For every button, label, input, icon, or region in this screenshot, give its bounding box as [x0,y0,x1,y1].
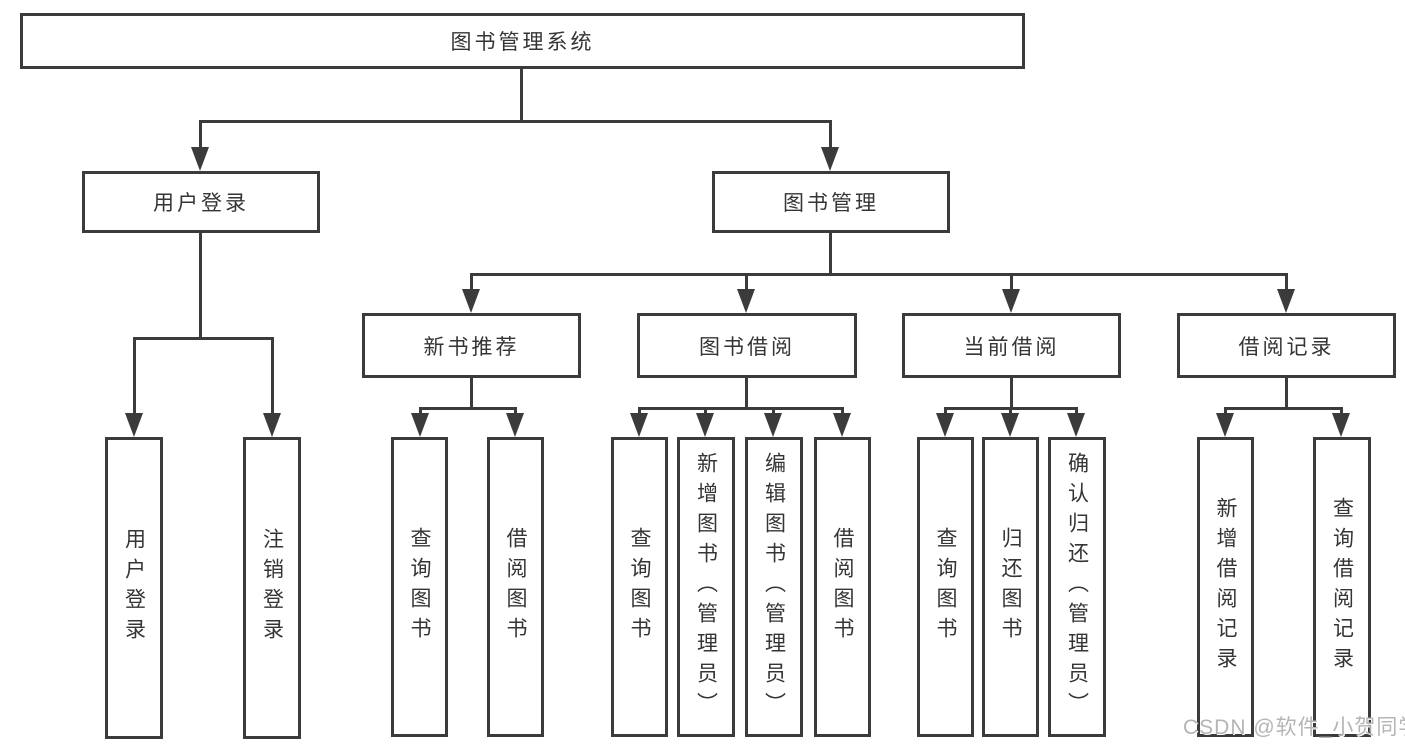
arrow-down-icon [1001,413,1019,437]
leaf-label: 查询图书 [628,527,651,647]
connector-current-stem [1010,378,1013,407]
node-borrowing-label: 图书借阅 [699,335,795,359]
leaf-current-query: 查询图书 [917,437,974,737]
node-new-books-label: 新书推荐 [423,335,520,359]
leaf-new-books-query: 查询图书 [391,437,448,737]
arrow-down-icon [1067,413,1085,437]
leaf-label: 查询图书 [408,527,431,647]
connector-drop [841,407,844,417]
arrow-down-icon [833,413,851,437]
leaf-user-login-label: 用户登录 [122,528,146,648]
leaf-label: 查询图书 [934,527,957,647]
node-root: 图书管理系统 [20,13,1025,69]
leaf-label: 借阅图书 [831,527,854,647]
arrow-down-icon [1002,289,1020,313]
connector-drop-records [1285,273,1288,293]
arrow-down-icon [506,413,524,437]
arrow-down-icon [821,147,839,171]
arrow-down-icon [936,413,954,437]
connector-drop-logout [271,337,274,417]
connector-drop [514,407,517,417]
node-current-label: 当前借阅 [963,335,1060,359]
connector-drop [419,407,422,417]
connector-root-stem [520,69,523,120]
connector-drop [772,407,775,417]
node-borrowing: 图书借阅 [637,313,857,378]
leaf-label: 新增图书（管理员） [694,452,718,722]
connector-borrowing-stem [745,378,748,407]
arrow-down-icon [1277,289,1295,313]
connector-records-stem [1285,378,1288,407]
connector-drop-login [133,337,136,417]
connector-drop-user-login [199,120,202,150]
arrow-down-icon [462,289,480,313]
leaf-borrowing-borrow: 借阅图书 [814,437,871,737]
node-book-mgmt: 图书管理 [712,171,950,233]
leaf-label: 确认归还（管理员） [1065,452,1089,722]
connector-root-bus [199,120,832,123]
node-user-login-label: 用户登录 [153,192,249,215]
leaf-records-add: 新增借阅记录 [1197,437,1254,737]
connector-drop-current [1010,273,1013,293]
leaf-records-query: 查询借阅记录 [1313,437,1371,737]
leaf-logout: 注销登录 [243,437,301,739]
connector-drop [1340,407,1343,417]
arrow-down-icon [191,147,209,171]
arrow-down-icon [411,413,429,437]
node-root-label: 图书管理系统 [450,31,595,54]
leaf-label: 编辑图书（管理员） [762,452,786,722]
connector-drop [944,407,947,417]
leaf-borrowing-query: 查询图书 [611,437,668,737]
connector-book-mgmt-bus [470,273,1287,276]
connector-user-login-stem [199,233,202,337]
connector-book-mgmt-stem [829,233,832,273]
connector-borrowing-bus [638,407,844,410]
connector-drop [638,407,641,417]
arrow-down-icon [630,413,648,437]
connector-new-books-stem [470,378,473,407]
connector-drop-new-books [470,273,473,293]
connector-drop [704,407,707,417]
arrow-down-icon [1216,413,1234,437]
leaf-label: 查询借阅记录 [1330,497,1354,677]
node-new-books: 新书推荐 [362,313,581,378]
leaf-borrowing-edit: 编辑图书（管理员） [745,437,803,737]
leaf-current-return: 归还图书 [982,437,1039,737]
csdn-watermark: CSDN @软件_小贺同学 [1183,716,1405,739]
arrow-down-icon [764,413,782,437]
leaf-new-books-borrow: 借阅图书 [487,437,544,737]
node-book-mgmt-label: 图书管理 [783,192,879,215]
arrow-down-icon [125,413,143,437]
leaf-logout-label: 注销登录 [260,528,284,648]
connector-drop-book-mgmt [829,120,832,150]
node-user-login: 用户登录 [82,171,320,233]
arrow-down-icon [696,413,714,437]
connector-drop [1224,407,1227,417]
connector-new-books-bus [419,407,517,410]
connector-records-bus [1224,407,1343,410]
connector-drop [1009,407,1012,417]
arrow-down-icon [1332,413,1350,437]
connector-drop [1075,407,1078,417]
leaf-label: 归还图书 [999,527,1022,647]
leaf-borrowing-add: 新增图书（管理员） [677,437,735,737]
leaf-label: 新增借阅记录 [1214,497,1237,677]
node-records: 借阅记录 [1177,313,1396,378]
node-records-label: 借阅记录 [1238,335,1335,359]
leaf-current-confirm: 确认归还（管理员） [1048,437,1106,737]
arrow-down-icon [263,413,281,437]
leaf-label: 借阅图书 [504,527,527,647]
connector-drop-borrowing [745,273,748,293]
node-current: 当前借阅 [902,313,1121,378]
connector-user-login-bus [133,337,274,340]
leaf-user-login: 用户登录 [105,437,163,739]
arrow-down-icon [737,289,755,313]
